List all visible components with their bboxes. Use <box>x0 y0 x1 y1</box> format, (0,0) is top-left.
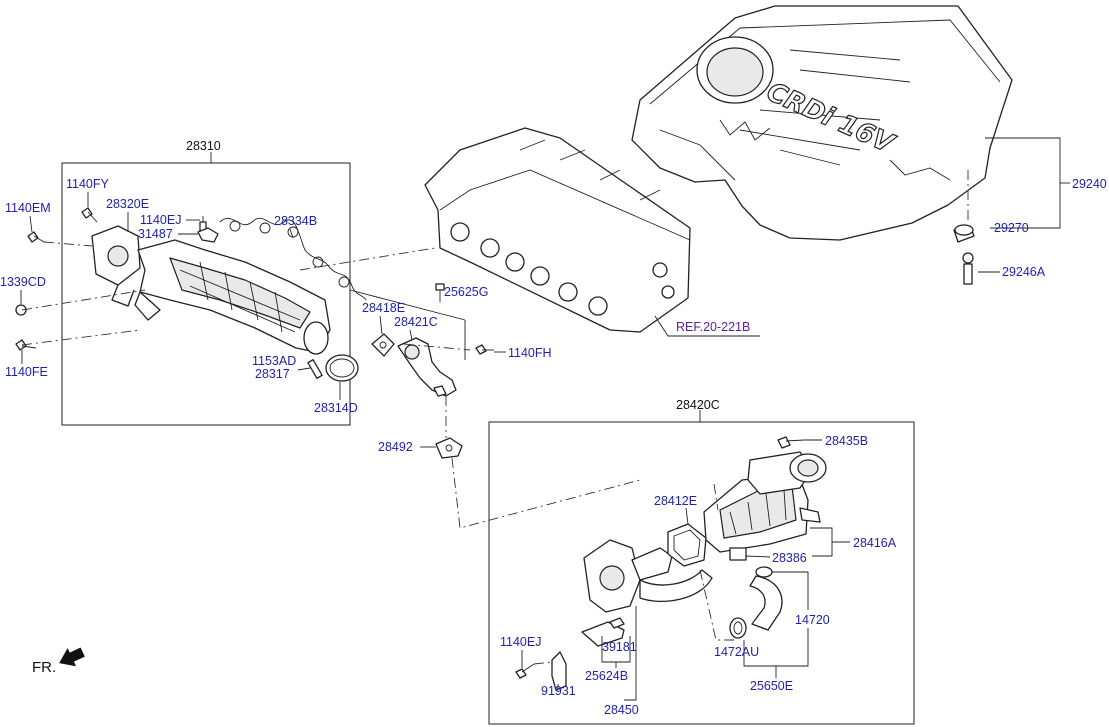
intake-manifold <box>91 225 331 355</box>
callout-1339CD[interactable]: 1339CD <box>0 275 46 289</box>
egr-group-box <box>488 421 915 725</box>
callout-1140EJ-bottom[interactable]: 1140EJ <box>500 635 541 649</box>
callout-28317[interactable]: 28317 <box>255 367 290 381</box>
callout-1472AU[interactable]: 1472AU <box>714 645 759 659</box>
cylinder-head <box>424 127 691 333</box>
callout-28386[interactable]: 28386 <box>772 551 807 565</box>
callout-39181[interactable]: 39181 <box>602 640 637 654</box>
clamp-1472AU <box>729 617 747 639</box>
gasket-28412E <box>667 523 707 567</box>
callout-28421C[interactable]: 28421C <box>394 315 438 329</box>
manifold-group-box <box>61 162 351 426</box>
callout-28492[interactable]: 28492 <box>378 440 413 454</box>
pin-28317 <box>307 359 323 379</box>
callout-28310[interactable]: 28310 <box>186 139 221 153</box>
ref-leader <box>654 315 760 337</box>
hose-14720 <box>749 566 783 631</box>
callout-14720[interactable]: 14720 <box>795 613 830 627</box>
egr-cooler <box>703 451 827 561</box>
head-ports <box>450 222 675 316</box>
callout-28416A[interactable]: 28416A <box>853 536 897 550</box>
callout-29270[interactable]: 29270 <box>994 221 1029 235</box>
callout-25650E[interactable]: 25650E <box>750 679 793 693</box>
egr-valve <box>583 539 713 613</box>
callout-28314D[interactable]: 28314D <box>314 401 358 415</box>
bracket-39181 <box>581 617 625 647</box>
front-label: FR. <box>32 659 56 676</box>
callout-1140EM[interactable]: 1140EM <box>5 201 51 215</box>
bracket-91931 <box>551 651 567 691</box>
egr-pipe-28421C <box>371 333 457 397</box>
front-arrow-icon <box>59 647 85 667</box>
front-direction-marker: FR. <box>32 647 85 676</box>
callout-1140FH[interactable]: 1140FH <box>508 346 552 360</box>
callout-28418E[interactable]: 28418E <box>362 301 405 315</box>
clip-28492 <box>435 437 463 459</box>
bolt-29246A <box>962 252 974 285</box>
engine-cover: CRDi 16V <box>631 5 1013 241</box>
ref-callout[interactable]: REF.20-221B <box>676 320 750 334</box>
callout-91931[interactable]: 91931 <box>541 684 576 698</box>
bolt-28435B <box>777 436 805 449</box>
grommet-29270 <box>953 224 975 243</box>
callout-28412E[interactable]: 28412E <box>654 494 697 508</box>
callout-28420C[interactable]: 28420C <box>676 398 720 412</box>
callout-1140FE[interactable]: 1140FE <box>5 365 48 379</box>
callout-1140FY[interactable]: 1140FY <box>66 177 110 191</box>
callout-28435B[interactable]: 28435B <box>825 434 868 448</box>
callout-29246A[interactable]: 29246A <box>1002 265 1046 279</box>
bolts-manifold <box>15 207 219 351</box>
bolt-25625G <box>435 283 445 302</box>
callout-1140EJ-top[interactable]: 1140EJ <box>140 213 181 227</box>
callout-28334B[interactable]: 28334B <box>274 214 317 228</box>
callout-28450[interactable]: 28450 <box>604 703 639 717</box>
callout-29240[interactable]: 29240 <box>1072 177 1107 191</box>
callout-31487[interactable]: 31487 <box>138 227 173 241</box>
bolt-1140EJ-bottom <box>515 663 535 679</box>
callout-28320E[interactable]: 28320E <box>106 197 149 211</box>
gasket-28314D <box>325 354 359 382</box>
callout-25625G[interactable]: 25625G <box>444 285 488 299</box>
callout-25624B[interactable]: 25624B <box>585 669 628 683</box>
bolt-1140FH <box>475 344 494 355</box>
callout-1153AD[interactable]: 1153AD <box>252 354 296 368</box>
